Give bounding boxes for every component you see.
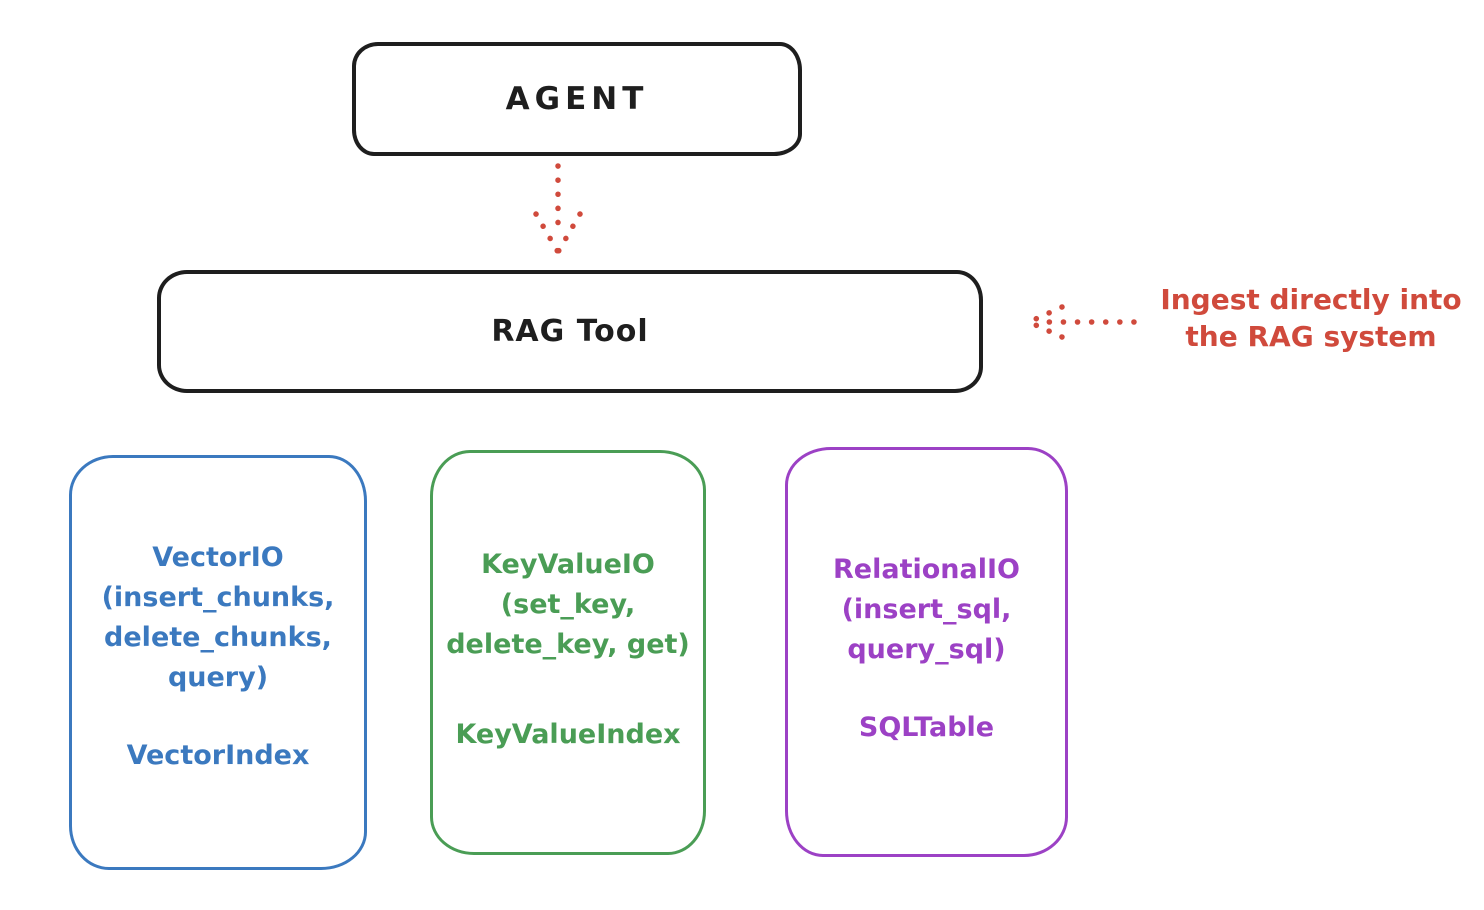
node-agent: AGENT	[352, 42, 802, 156]
node-vector-io: VectorIO (insert_chunks, delete_chunks, …	[69, 455, 367, 870]
node-key-value-index-label: KeyValueIndex	[455, 719, 681, 750]
node-relational-io-label: RelationalIO (insert_sql, query_sql)	[833, 554, 1020, 665]
node-agent-label: AGENT	[505, 81, 649, 117]
node-sql-table-label: SQLTable	[858, 712, 995, 743]
node-rag-tool-label: RAG Tool	[491, 314, 649, 349]
node-key-value-io-label: KeyValueIO (set_key, delete_key, get)	[446, 549, 690, 660]
dotted-arrow-down-icon	[533, 163, 583, 255]
node-vector-io-label: VectorIO (insert_chunks, delete_chunks, …	[101, 542, 335, 693]
dotted-arrow-left-icon	[1026, 304, 1137, 340]
node-relational-io: RelationalIO (insert_sql, query_sql) SQL…	[785, 447, 1068, 857]
node-key-value-io: KeyValueIO (set_key, delete_key, get) Ke…	[430, 450, 706, 855]
node-rag-tool: RAG Tool	[157, 270, 983, 393]
node-vector-index-label: VectorIndex	[126, 740, 310, 771]
annotation-ingest: Ingest directly into the RAG system	[1160, 283, 1462, 353]
